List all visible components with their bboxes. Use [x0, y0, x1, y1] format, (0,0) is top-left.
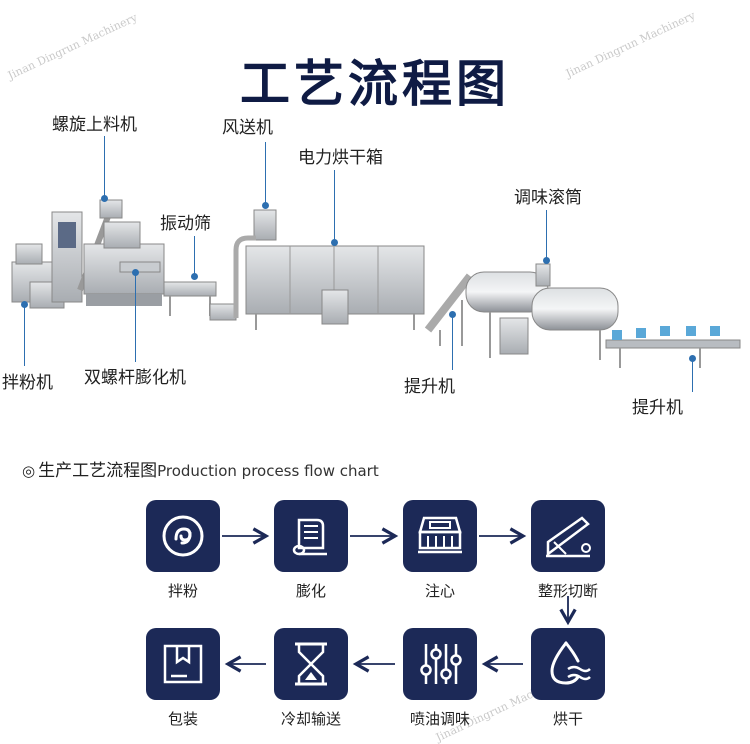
step-shaping-cutting: 整形切断: [530, 500, 606, 601]
extrusion-roll-icon: [274, 500, 348, 572]
circle-symbol: ◎: [22, 462, 36, 480]
cooling-conveyor-and-elevator-2: [605, 326, 741, 368]
cooling-hourglass-icon: [274, 628, 348, 700]
label-spiral-feeder: 螺旋上料机: [52, 115, 137, 135]
production-line-illustration: [11, 199, 741, 368]
label-vibrating-screen: 振动筛: [160, 214, 211, 234]
page-title: 工艺流程图: [240, 55, 510, 113]
flow-section-title: ◎生产工艺流程图Production process flow chart: [22, 456, 379, 481]
elevator-1-machine: [424, 273, 474, 346]
flow-title-cn: 生产工艺流程图: [38, 461, 158, 481]
label-electric-oven: 电力烘干箱: [298, 148, 383, 168]
step-oil-seasoning: 喷油调味: [402, 628, 478, 729]
seasoning-drum-machine: [465, 263, 619, 360]
label-twin-screw-extruder: 双螺杆膨化机: [84, 368, 186, 388]
mixing-swirl-icon: [146, 500, 220, 572]
step-drying: 烘干: [530, 628, 606, 729]
electric-oven-machine: [245, 245, 425, 330]
label-elevator-1: 提升机: [404, 377, 455, 397]
label-seasoning-drum: 调味滚筒: [514, 188, 582, 208]
label-elevator-2: 提升机: [632, 398, 683, 418]
step-label: 烘干: [552, 710, 583, 728]
step-extrusion: 膨化: [273, 500, 349, 601]
step-label: 注心: [424, 582, 455, 600]
step-label: 拌粉: [167, 582, 198, 600]
step-cooling-conveying: 冷却输送: [273, 628, 349, 729]
vibrating-screen-machine: [163, 281, 237, 321]
seasoning-sliders-icon: [403, 628, 477, 700]
label-mixer: 拌粉机: [2, 373, 53, 393]
step-label: 喷油调味: [409, 710, 470, 728]
step-packaging: 包装: [145, 628, 221, 729]
packaging-box-icon: [146, 628, 220, 700]
drying-water-drop-icon: [531, 628, 605, 700]
air-conveyor-machine: [233, 209, 277, 318]
label-air-conveyor: 风送机: [222, 118, 273, 138]
twin-screw-extruder-machine: [83, 221, 165, 306]
flow-title-en: Production process flow chart: [157, 462, 379, 480]
filling-machine-icon: [403, 500, 477, 572]
step-filling: 注心: [402, 500, 478, 601]
step-label: 整形切断: [537, 582, 598, 600]
step-label: 冷却输送: [280, 710, 341, 728]
step-mixing: 拌粉: [145, 500, 221, 601]
cutting-knife-icon: [531, 500, 605, 572]
step-label: 包装: [167, 710, 198, 728]
step-label: 膨化: [295, 582, 326, 600]
